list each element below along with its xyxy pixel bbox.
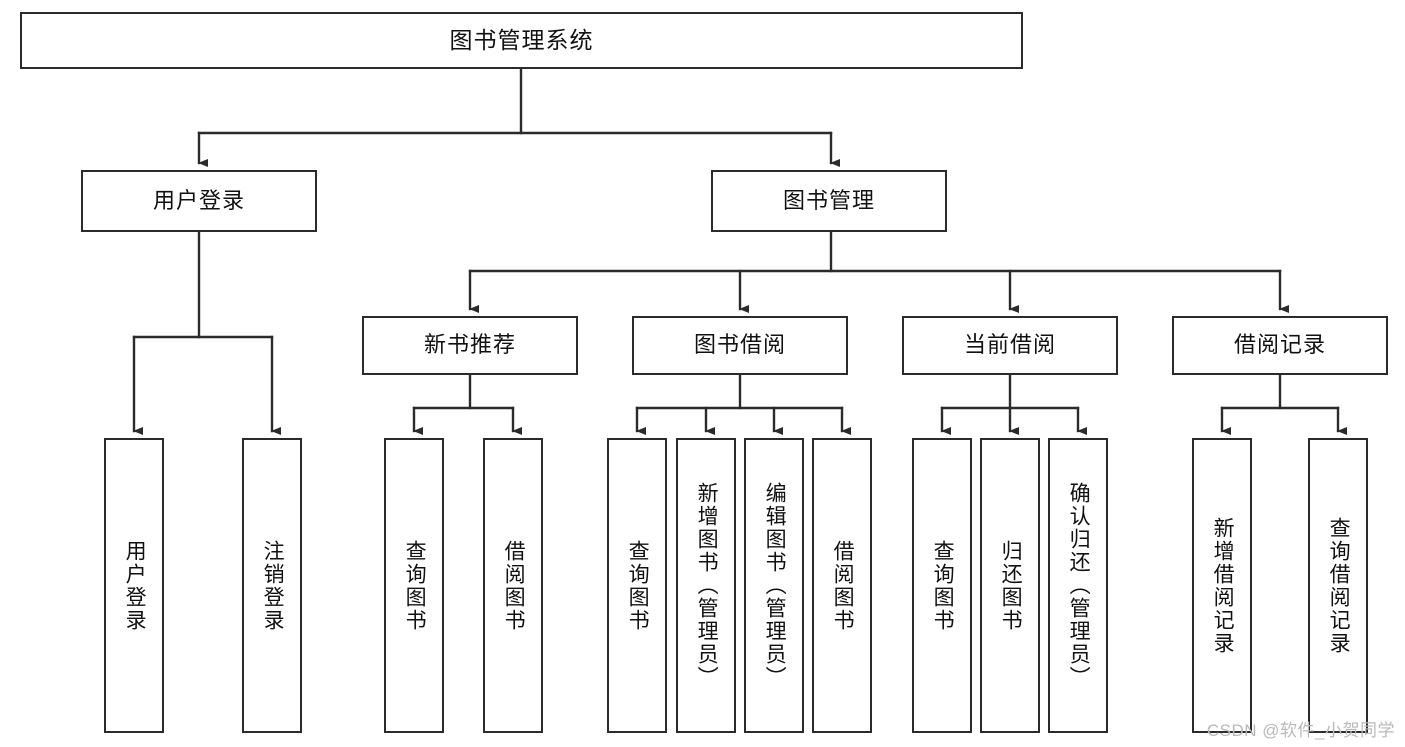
- leaf-current-borrow-return[interactable]: 归还图书: [980, 438, 1040, 733]
- leaf-user-login-signout[interactable]: 注销登录: [242, 438, 302, 733]
- node-label: 查询借阅记录: [1327, 516, 1351, 655]
- node-label: 当前借阅: [963, 332, 1056, 358]
- leaf-book-borrow-query[interactable]: 查询图书: [607, 438, 667, 733]
- node-label: 新增借阅记录: [1211, 516, 1235, 655]
- leaf-borrow-record-query[interactable]: 查询借阅记录: [1308, 438, 1368, 733]
- leaf-new-book-borrow[interactable]: 借阅图书: [483, 438, 543, 733]
- node-label: 查询图书: [931, 539, 955, 632]
- node-label: 编辑图书（管理员）: [763, 482, 787, 689]
- node-label: 归还图书: [999, 539, 1023, 632]
- node-book-borrow[interactable]: 图书借阅: [632, 316, 848, 375]
- node-root-book-management-system[interactable]: 图书管理系统: [20, 12, 1023, 69]
- node-label: 用户登录: [123, 539, 147, 632]
- node-label: 图书借阅: [693, 332, 786, 358]
- node-label: 确认归还（管理员）: [1067, 482, 1091, 689]
- node-label: 查询图书: [403, 539, 427, 632]
- leaf-borrow-record-add[interactable]: 新增借阅记录: [1192, 438, 1252, 733]
- leaf-user-login-signin[interactable]: 用户登录: [104, 438, 164, 733]
- csdn-watermark: CSDN @软件_小贺同学: [1206, 721, 1395, 740]
- leaf-current-borrow-query[interactable]: 查询图书: [912, 438, 972, 733]
- node-new-book-recommend[interactable]: 新书推荐: [362, 316, 578, 375]
- node-label: 新增图书（管理员）: [695, 482, 719, 689]
- node-label: 用户登录: [152, 187, 245, 213]
- leaf-book-borrow-edit-admin[interactable]: 编辑图书（管理员）: [744, 438, 804, 733]
- node-label: 借阅图书: [831, 539, 855, 632]
- node-label: 图书管理: [782, 187, 875, 213]
- leaf-book-borrow-add-admin[interactable]: 新增图书（管理员）: [676, 438, 736, 733]
- node-label: 借阅图书: [502, 539, 526, 632]
- node-book-management[interactable]: 图书管理: [711, 170, 947, 232]
- node-label: 注销登录: [261, 539, 285, 632]
- node-user-login[interactable]: 用户登录: [81, 170, 317, 232]
- node-current-borrow[interactable]: 当前借阅: [902, 316, 1118, 375]
- leaf-current-borrow-confirm-admin[interactable]: 确认归还（管理员）: [1048, 438, 1108, 733]
- node-label: 借阅记录: [1233, 332, 1326, 358]
- node-label: 图书管理系统: [449, 26, 594, 53]
- node-label: 查询图书: [626, 539, 650, 632]
- leaf-book-borrow-borrow[interactable]: 借阅图书: [812, 438, 872, 733]
- node-borrow-record[interactable]: 借阅记录: [1172, 316, 1388, 375]
- node-label: 新书推荐: [423, 332, 516, 358]
- leaf-new-book-query[interactable]: 查询图书: [384, 438, 444, 733]
